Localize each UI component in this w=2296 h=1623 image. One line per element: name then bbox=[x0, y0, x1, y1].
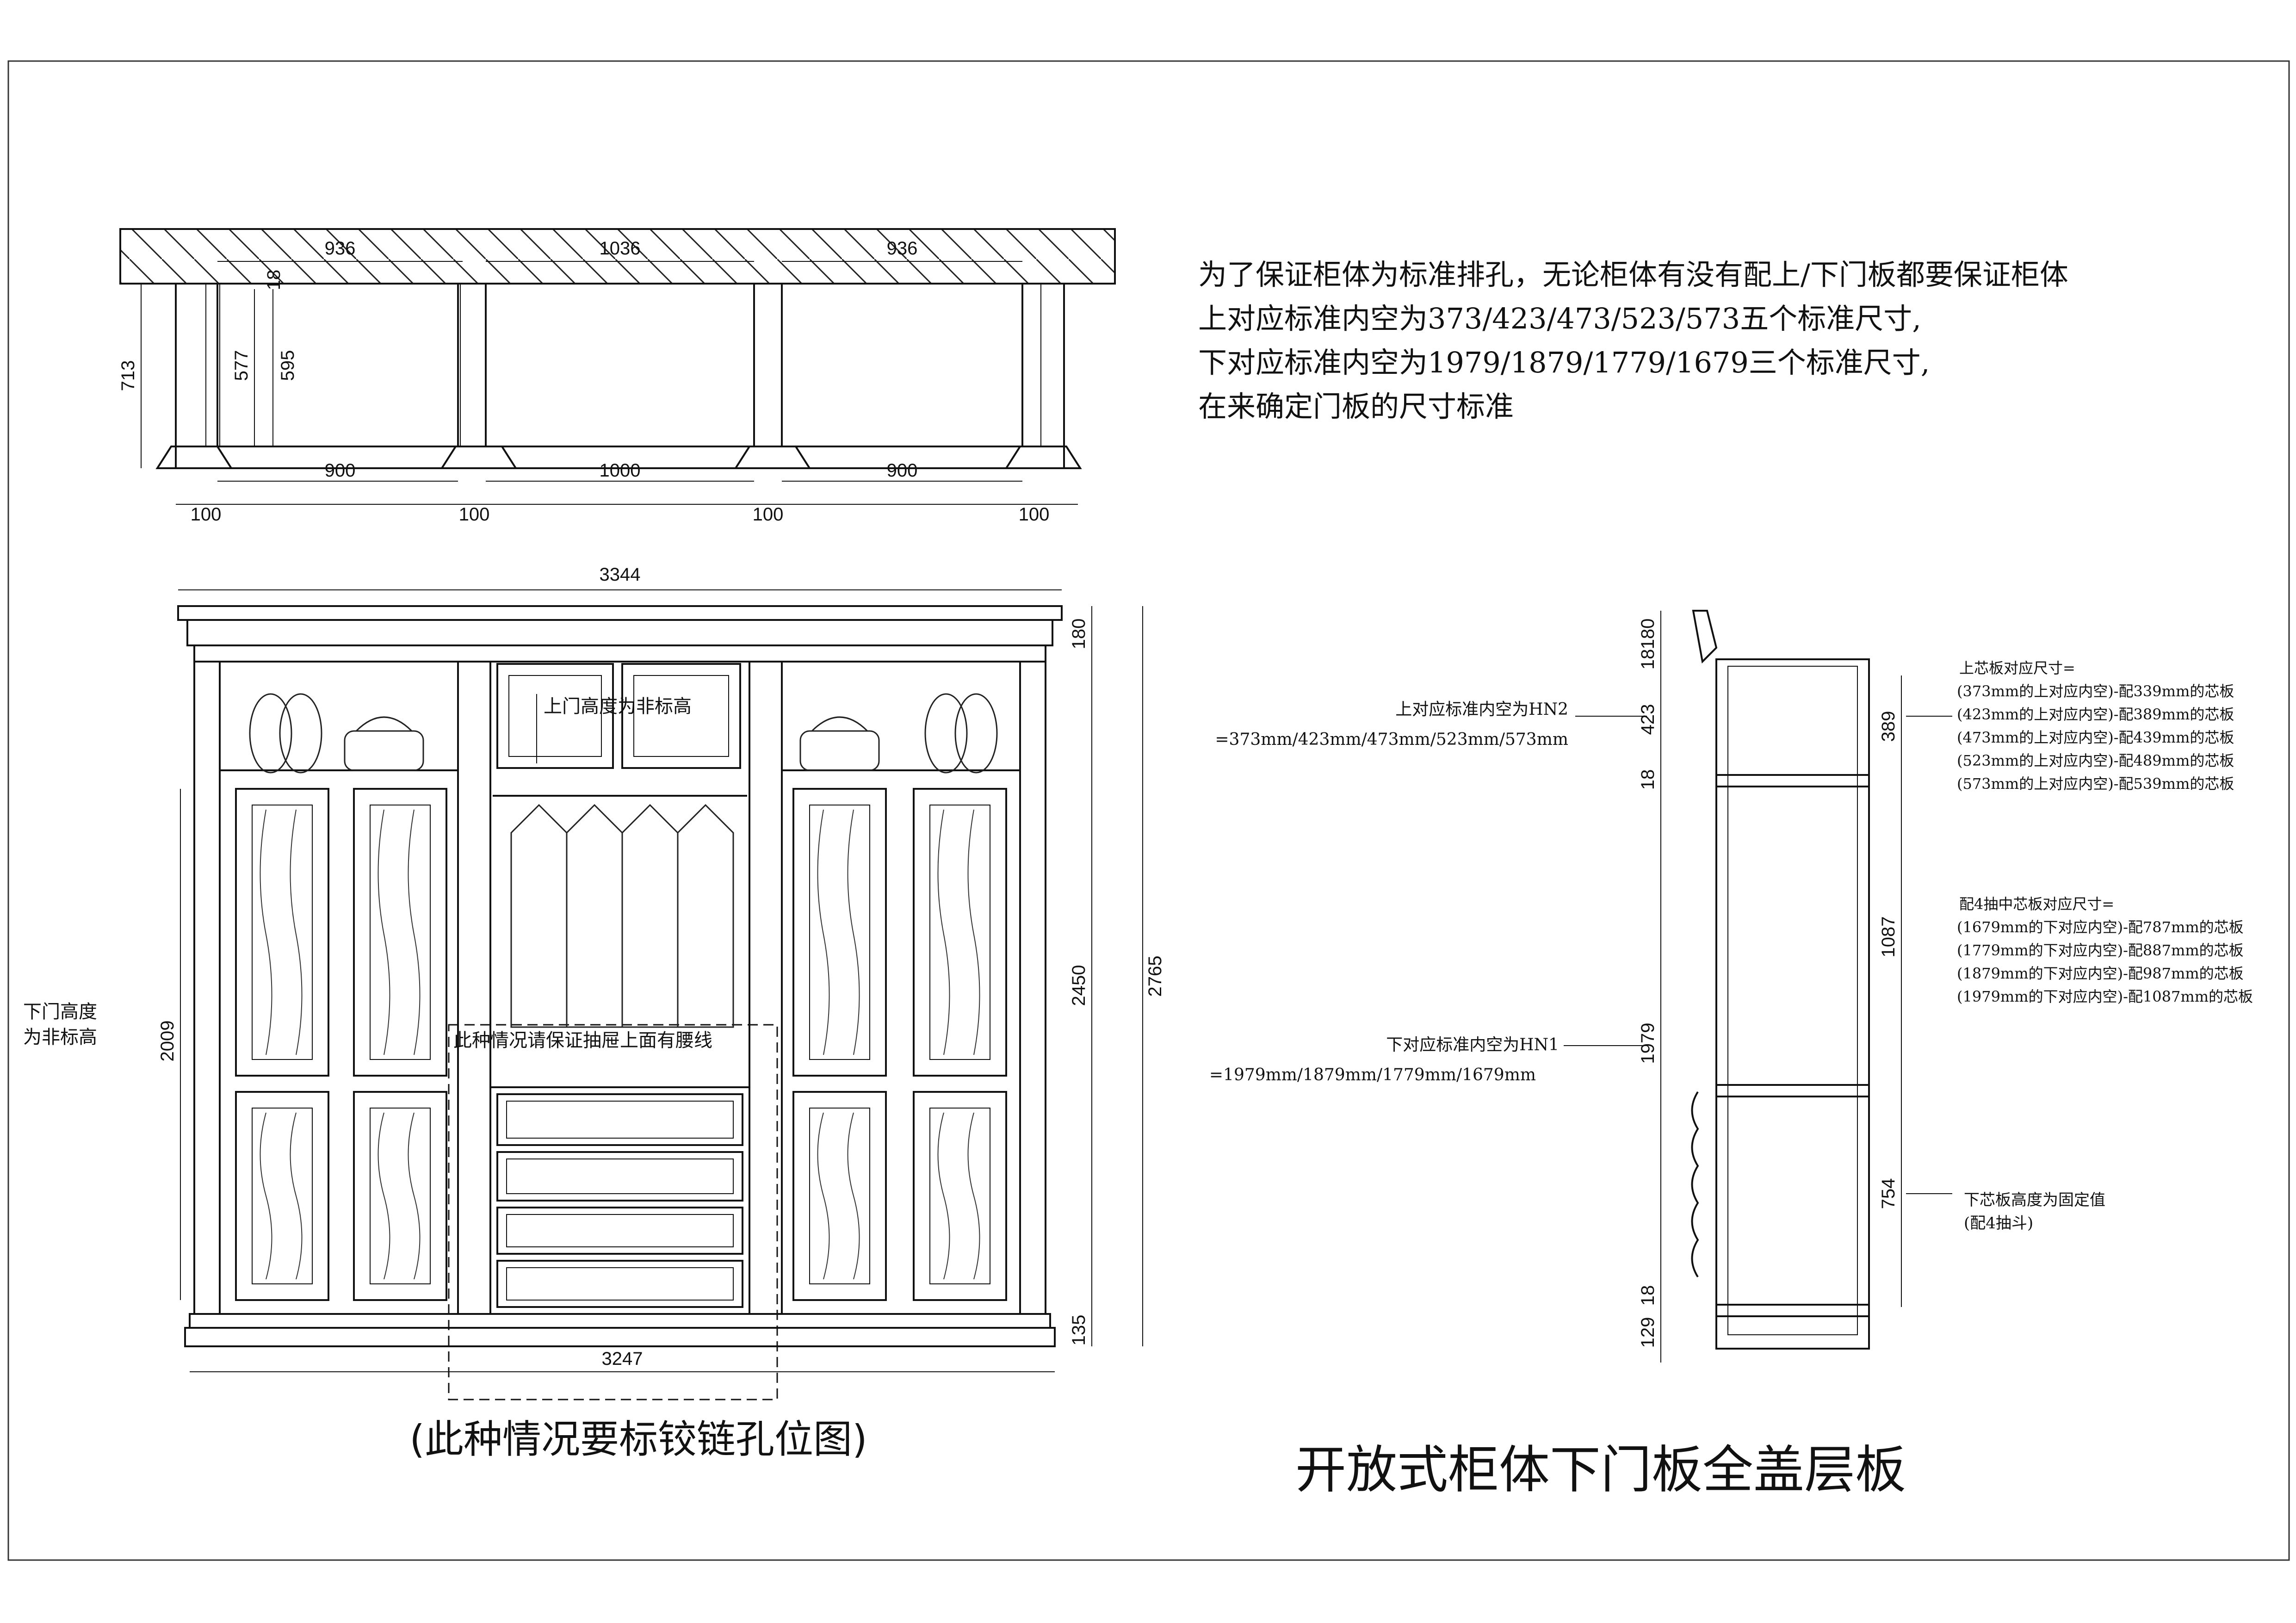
note-line-1: 为了保证柜体为标准排孔，无论柜体有没有配上/下门板都要保证柜体 bbox=[1198, 258, 2068, 291]
side-dim-base: 129 bbox=[1638, 1317, 1658, 1348]
side-dim-gap2: 18 bbox=[1638, 769, 1658, 790]
side-dim-top: 180 bbox=[1638, 619, 1658, 650]
note-line-3: 下对应标准内空为1979/1879/1779/1679三个标准尺寸, bbox=[1198, 346, 1930, 379]
right-door-upper-2 bbox=[913, 788, 1007, 1077]
side-dimension-lines bbox=[1564, 611, 1952, 1363]
upper-core-2: (423mm的上对应内空)-配389mm的芯板 bbox=[1957, 706, 2234, 723]
note-line-2: 上对应标准内空为373/423/473/523/573五个标准尺寸, bbox=[1198, 302, 1921, 335]
lower-standard-label-1: 下对应标准内空为HN1 bbox=[1386, 1035, 1559, 1054]
drawer-1 bbox=[496, 1093, 743, 1146]
plan-view bbox=[119, 228, 1116, 469]
sheet-border bbox=[7, 60, 2290, 1561]
subtitle-left: (此种情况要标铰链孔位图) bbox=[409, 1417, 867, 1462]
side-dim-gap1: 18 bbox=[1638, 649, 1658, 670]
front-elevation bbox=[177, 605, 1063, 1347]
upper-standard-label-2: =373mm/423mm/473mm/523mm/573mm bbox=[1215, 730, 1568, 749]
side-dim-core-lower: 754 bbox=[1878, 1178, 1899, 1209]
hanging-clothes bbox=[510, 804, 734, 1028]
side-dim-core-upper: 389 bbox=[1878, 711, 1899, 742]
front-height-top: 180 bbox=[1069, 619, 1089, 650]
side-dim-upper: 423 bbox=[1638, 704, 1658, 735]
front-height-door: 2009 bbox=[157, 1021, 178, 1062]
plan-depth-outer: 713 bbox=[118, 360, 138, 391]
mid-core-0: 配4抽中芯板对应尺寸= bbox=[1959, 895, 2114, 913]
plan-gap: 18 bbox=[264, 270, 284, 291]
glass-texture bbox=[260, 809, 980, 1280]
note-line-4: 在来确定门板的尺寸标准 bbox=[1198, 390, 1514, 423]
lower-core-0: 下芯板高度为固定值 bbox=[1964, 1191, 2105, 1209]
mid-core-1: (1679mm的下对应内空)-配787mm的芯板 bbox=[1957, 918, 2244, 936]
plan-post-2: 100 bbox=[459, 504, 490, 525]
side-dim-lower: 1979 bbox=[1638, 1023, 1658, 1064]
upper-core-1: (373mm的上对应内空)-配339mm的芯板 bbox=[1957, 682, 2234, 700]
plan-post-3: 100 bbox=[753, 504, 784, 525]
left-door-lower-1 bbox=[235, 1091, 329, 1301]
drawer-4 bbox=[496, 1260, 743, 1308]
front-dimension-lines bbox=[178, 589, 1143, 1372]
right-door-upper-1 bbox=[792, 788, 887, 1077]
upper-core-0: 上芯板对应尺寸= bbox=[1959, 659, 2075, 677]
left-door-lower-2 bbox=[353, 1091, 447, 1301]
waist-dashed-outline bbox=[448, 1024, 778, 1400]
lower-door-label-2: 为非标高 bbox=[23, 1027, 97, 1048]
lower-door-label-1: 下门高度 bbox=[23, 1001, 97, 1022]
drawer-2 bbox=[496, 1151, 743, 1202]
plan-depth-b: 595 bbox=[278, 350, 298, 381]
plan-width-1: 936 bbox=[325, 238, 356, 259]
center-upper-door-2 bbox=[621, 663, 741, 769]
plan-width-3: 936 bbox=[887, 238, 918, 259]
left-door-upper-1 bbox=[235, 788, 329, 1077]
upper-standard-label-1: 上对应标准内空为HN2 bbox=[1395, 700, 1568, 719]
side-dim-core-mid: 1087 bbox=[1878, 917, 1899, 958]
shelf-items bbox=[249, 693, 998, 774]
mid-core-3: (1879mm的下对应内空)-配987mm的芯板 bbox=[1957, 965, 2244, 982]
front-base-width: 3247 bbox=[602, 1349, 643, 1369]
main-title: 开放式柜体下门板全盖层板 bbox=[1295, 1440, 1906, 1499]
waist-note: 此种情况请保证抽屉上面有腰线 bbox=[453, 1030, 712, 1051]
plan-inner-3: 900 bbox=[887, 460, 918, 481]
side-dim-gap3: 18 bbox=[1638, 1285, 1658, 1306]
front-height-body: 2450 bbox=[1069, 965, 1089, 1006]
lower-standard-label-2: =1979mm/1879mm/1779mm/1679mm bbox=[1209, 1065, 1536, 1084]
plan-depth-a: 577 bbox=[231, 350, 252, 381]
plan-dimension-lines bbox=[141, 261, 1078, 505]
mid-core-2: (1779mm的下对应内空)-配887mm的芯板 bbox=[1957, 942, 2244, 959]
plan-inner-1: 900 bbox=[325, 460, 356, 481]
plan-post-1: 100 bbox=[191, 504, 222, 525]
right-door-lower-1 bbox=[792, 1091, 887, 1301]
front-height-base: 135 bbox=[1069, 1315, 1089, 1346]
center-upper-door-1 bbox=[496, 663, 614, 769]
plan-post-4: 100 bbox=[1019, 504, 1050, 525]
front-height-total: 2765 bbox=[1145, 956, 1165, 997]
upper-core-5: (573mm的上对应内空)-配539mm的芯板 bbox=[1957, 775, 2234, 793]
left-door-upper-2 bbox=[353, 788, 447, 1077]
front-total-width: 3344 bbox=[600, 564, 641, 585]
drawer-3 bbox=[496, 1207, 743, 1255]
side-section bbox=[1691, 610, 1870, 1350]
mid-core-4: (1979mm的下对应内空)-配1087mm的芯板 bbox=[1957, 988, 2253, 1005]
lower-core-1: (配4抽斗) bbox=[1964, 1214, 2033, 1233]
right-door-lower-2 bbox=[913, 1091, 1007, 1301]
upper-door-label: 上门高度为非标高 bbox=[544, 696, 692, 717]
plan-inner-2: 1000 bbox=[600, 460, 641, 481]
plan-width-2: 1036 bbox=[600, 238, 641, 259]
upper-core-3: (473mm的上对应内空)-配439mm的芯板 bbox=[1957, 729, 2234, 746]
upper-core-4: (523mm的上对应内空)-配489mm的芯板 bbox=[1957, 752, 2234, 769]
